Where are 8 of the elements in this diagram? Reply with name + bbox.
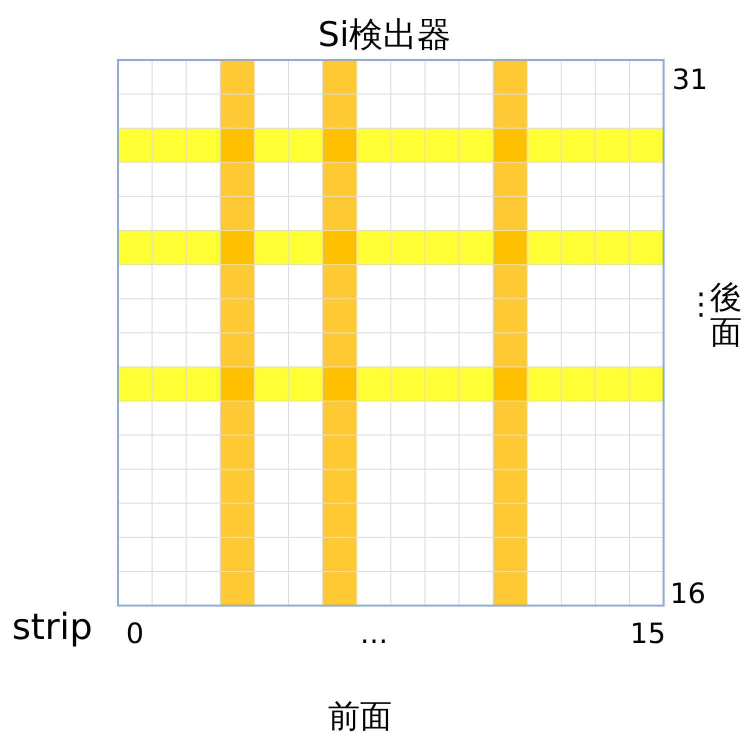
strip-number: 16	[670, 580, 706, 608]
axis-label: strip	[12, 610, 93, 646]
strip-number: 15	[630, 620, 666, 648]
ellipsis: …	[360, 620, 388, 648]
side-label: 前面	[328, 700, 392, 732]
strip-number: 31	[672, 66, 708, 94]
strip-number: 0	[126, 620, 144, 648]
detector-title: Si検出器	[318, 18, 452, 52]
